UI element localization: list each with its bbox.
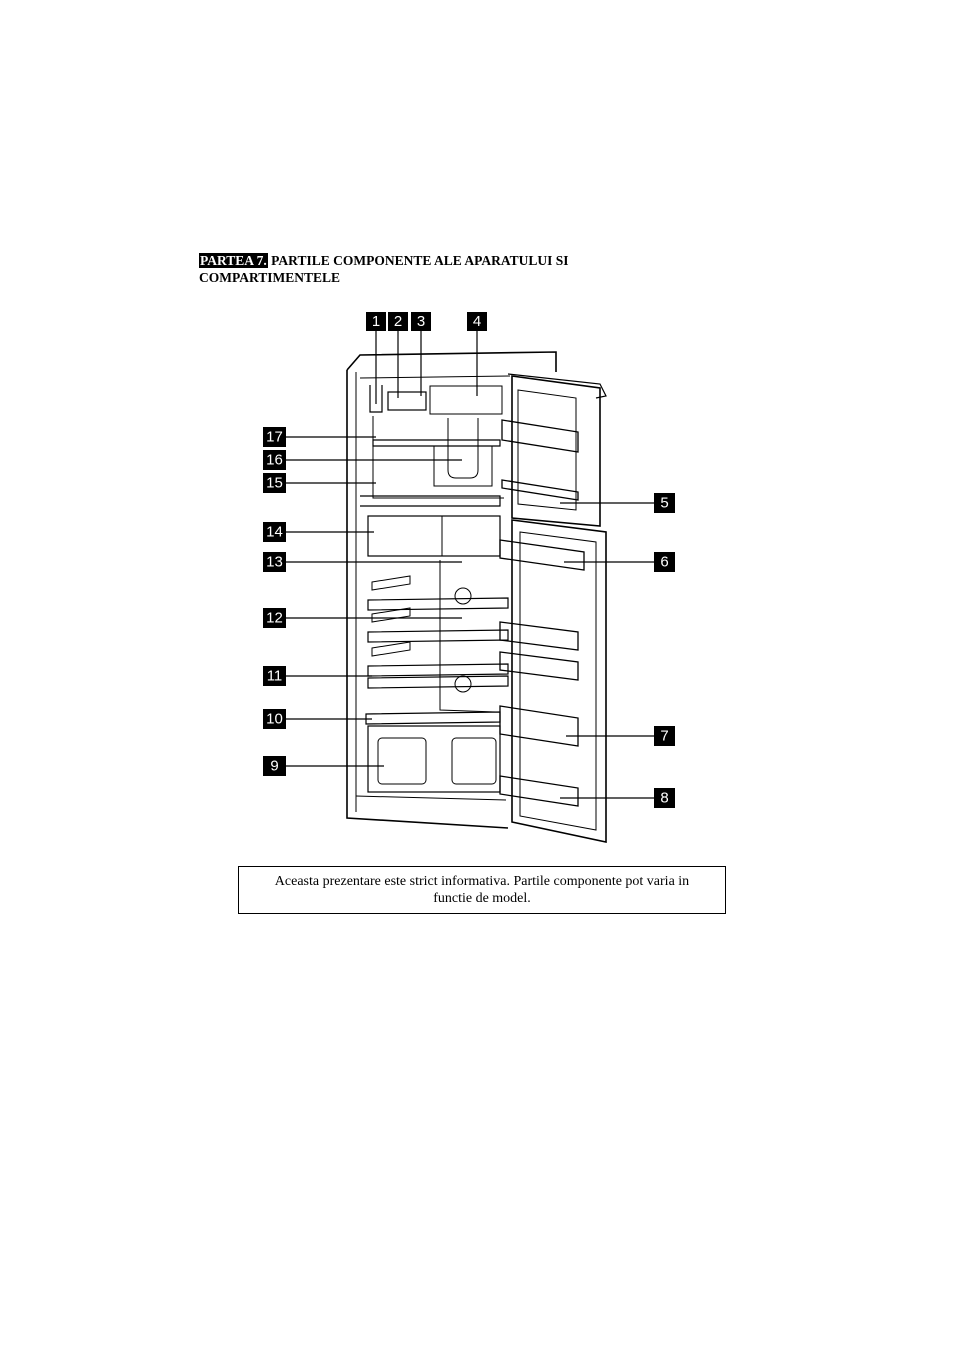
- fridge-drawing: [347, 352, 606, 842]
- callout-17: 17: [263, 427, 286, 447]
- callout-label: 12: [266, 610, 283, 627]
- callout-label: 4: [473, 313, 481, 330]
- callout-4: 4: [467, 312, 487, 331]
- callout-15: 15: [263, 473, 286, 493]
- callout-14: 14: [263, 522, 286, 542]
- callout-label: 5: [660, 495, 668, 512]
- callout-label: 9: [270, 758, 278, 775]
- callout-9: 9: [263, 756, 286, 776]
- callout-12: 12: [263, 608, 286, 628]
- callout-label: 3: [417, 313, 425, 330]
- callout-label: 2: [394, 313, 402, 330]
- callout-10: 10: [263, 709, 286, 729]
- callout-label: 7: [660, 728, 668, 745]
- disclaimer-note: Aceasta prezentare este strict informati…: [238, 866, 726, 914]
- callout-label: 11: [267, 668, 283, 685]
- callout-label: 15: [266, 475, 283, 492]
- callout-label: 1: [372, 313, 380, 330]
- callout-2: 2: [388, 312, 408, 331]
- callout-13: 13: [263, 552, 286, 572]
- callout-label: 14: [266, 524, 283, 541]
- callout-label: 10: [266, 711, 283, 728]
- callout-7: 7: [654, 726, 675, 746]
- callout-label: 16: [266, 452, 283, 469]
- callout-16: 16: [263, 450, 286, 470]
- callout-6: 6: [654, 552, 675, 572]
- callout-label: 17: [266, 429, 283, 446]
- leader-lines: [286, 330, 654, 798]
- callout-1: 1: [366, 312, 386, 331]
- callout-8: 8: [654, 788, 675, 808]
- callout-5: 5: [654, 493, 675, 513]
- callout-label: 6: [660, 554, 668, 571]
- callout-11: 11: [263, 666, 286, 686]
- callout-label: 8: [660, 790, 668, 807]
- callout-3: 3: [411, 312, 431, 331]
- callout-label: 13: [266, 554, 283, 571]
